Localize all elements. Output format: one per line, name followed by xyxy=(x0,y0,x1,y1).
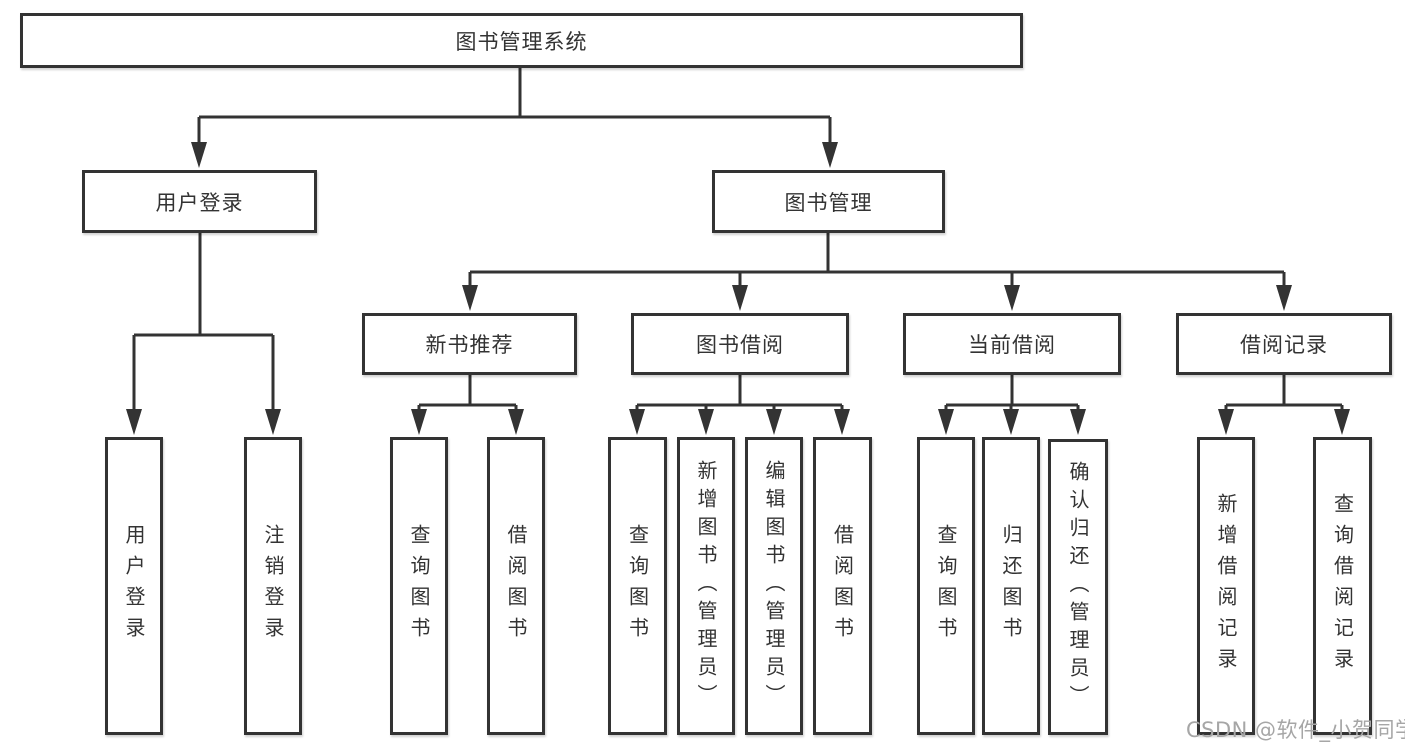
leaf-confirm-return-admin: 确认归还（管理员） xyxy=(1048,439,1108,735)
leaf-borrow-books-recommend: 借阅图书 xyxy=(487,437,545,735)
leaf-logout: 注销登录 xyxy=(244,437,302,735)
leaf-query-books-borrow-label: 查询图书 xyxy=(625,524,650,648)
node-borrow-records: 借阅记录 xyxy=(1176,313,1392,375)
leaf-add-books-admin-label: 新增图书（管理员） xyxy=(694,460,718,712)
node-book-borrow-label: 图书借阅 xyxy=(696,333,784,357)
leaf-query-books-recommend-label: 查询图书 xyxy=(407,524,431,648)
leaf-add-books-admin: 新增图书（管理员） xyxy=(677,437,735,735)
leaf-add-borrow-record: 新增借阅记录 xyxy=(1197,437,1255,735)
node-book-borrow: 图书借阅 xyxy=(631,313,849,375)
leaf-return-books-label: 归还图书 xyxy=(999,524,1023,648)
node-new-book-recommend-label: 新书推荐 xyxy=(425,333,514,357)
leaf-query-books-borrow: 查询图书 xyxy=(608,437,667,735)
node-new-book-recommend: 新书推荐 xyxy=(362,313,577,375)
node-user-login-label: 用户登录 xyxy=(155,190,244,215)
node-current-borrow-label: 当前借阅 xyxy=(968,333,1056,357)
node-user-login: 用户登录 xyxy=(82,170,317,233)
leaf-borrow-books-borrow: 借阅图书 xyxy=(813,437,872,735)
leaf-borrow-books-recommend-label: 借阅图书 xyxy=(504,524,528,648)
leaf-query-books-current: 查询图书 xyxy=(917,437,975,735)
leaf-confirm-return-admin-label: 确认归还（管理员） xyxy=(1066,461,1090,713)
leaf-add-borrow-record-label: 新增借阅记录 xyxy=(1214,493,1238,679)
leaf-user-login-label: 用户登录 xyxy=(122,524,146,648)
node-root-system: 图书管理系统 xyxy=(20,13,1023,68)
leaf-query-borrow-record-label: 查询借阅记录 xyxy=(1330,493,1355,679)
node-book-management: 图书管理 xyxy=(712,170,945,233)
leaf-edit-books-admin: 编辑图书（管理员） xyxy=(745,437,803,735)
leaf-logout-label: 注销登录 xyxy=(261,524,285,648)
leaf-return-books: 归还图书 xyxy=(982,437,1040,735)
node-borrow-records-label: 借阅记录 xyxy=(1240,333,1328,357)
leaf-query-borrow-record: 查询借阅记录 xyxy=(1313,437,1372,735)
node-root-label: 图书管理系统 xyxy=(455,29,588,54)
csdn-watermark: CSDN @软件_小贺同学 xyxy=(1186,718,1405,742)
leaf-borrow-books-borrow-label: 借阅图书 xyxy=(830,524,855,648)
leaf-query-books-recommend: 查询图书 xyxy=(390,437,448,735)
node-current-borrow: 当前借阅 xyxy=(903,313,1121,375)
leaf-user-login: 用户登录 xyxy=(105,437,163,735)
leaf-query-books-current-label: 查询图书 xyxy=(934,524,958,648)
node-book-management-label: 图书管理 xyxy=(784,190,873,215)
leaf-edit-books-admin-label: 编辑图书（管理员） xyxy=(762,460,786,712)
